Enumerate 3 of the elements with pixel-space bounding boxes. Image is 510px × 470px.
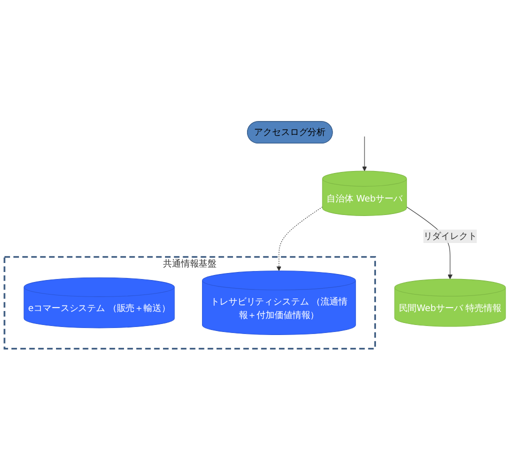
arrow — [276, 206, 323, 272]
arrow — [362, 136, 367, 172]
edge-label: リダイレクト — [423, 230, 477, 242]
